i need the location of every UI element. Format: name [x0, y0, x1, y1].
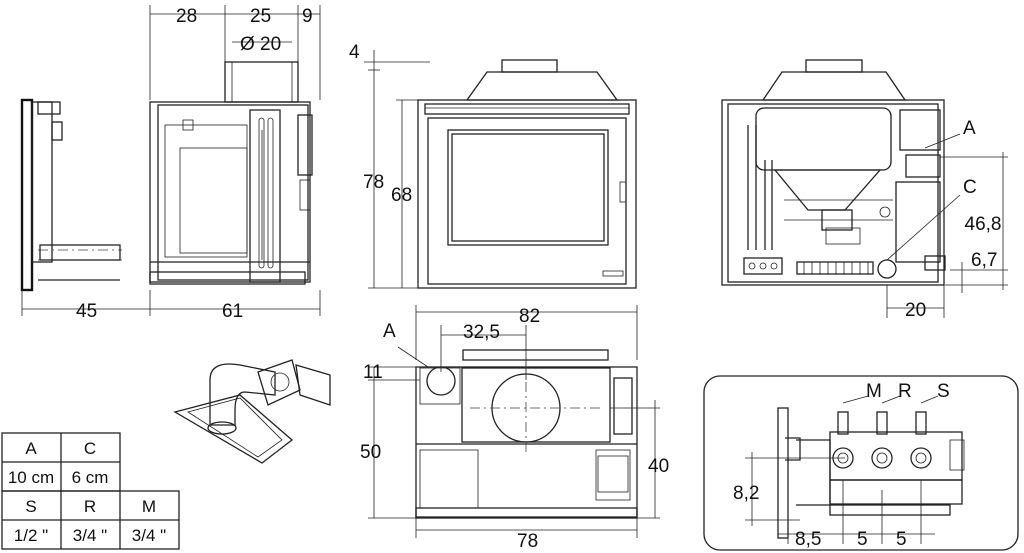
dim-detail-spacing-5a: 5 — [857, 529, 868, 550]
table-header-a: A — [25, 439, 37, 458]
front-view — [364, 50, 637, 289]
dim-side-depth-61: 61 — [222, 301, 243, 322]
dim-rear-height-468: 46,8 — [965, 214, 1002, 235]
dim-detail-spacing-5b: 5 — [896, 529, 907, 550]
dim-side-top-28: 28 — [176, 6, 197, 27]
label-plan-a: A — [383, 321, 396, 342]
dim-detail-height-82: 8,2 — [733, 483, 759, 504]
dim-plan-offset-325: 32,5 — [463, 322, 500, 343]
label-rear-c: C — [963, 177, 977, 198]
dim-side-top-9: 9 — [302, 6, 313, 27]
dim-plan-depth-50: 50 — [360, 442, 381, 463]
dim-plan-offset-11: 11 — [363, 362, 383, 383]
connection-detail-view — [703, 375, 1019, 551]
dim-front-height-78: 78 — [363, 172, 384, 193]
label-rear-a: A — [963, 118, 976, 139]
dim-rear-offset-67: 6,7 — [971, 250, 997, 271]
table-header-r: R — [84, 497, 96, 516]
table-value-c: 6 cm — [72, 468, 109, 487]
table-value-r: 3/4 " — [73, 526, 107, 545]
dim-front-top-4: 4 — [349, 42, 360, 63]
dim-front-height-68: 68 — [391, 185, 412, 206]
dim-side-depth-45: 45 — [76, 301, 97, 322]
label-detail-m: M — [866, 381, 882, 402]
table-value-s: 1/2 " — [14, 526, 48, 545]
table-header-m: M — [142, 497, 156, 516]
dim-plan-width-82: 82 — [519, 306, 540, 327]
label-detail-r: R — [898, 381, 912, 402]
plan-view — [368, 305, 660, 538]
dim-side-flue-diameter: Ø 20 — [240, 34, 281, 55]
label-detail-s: S — [937, 381, 950, 402]
table-header-c: C — [84, 439, 96, 458]
dim-plan-width-78: 78 — [517, 531, 538, 552]
connections-table — [1, 432, 180, 550]
rear-view — [721, 59, 1008, 318]
side-view — [20, 5, 321, 316]
dim-plan-depth-40: 40 — [648, 456, 669, 477]
duct-isometric-view — [173, 359, 331, 464]
table-header-s: S — [25, 497, 36, 516]
dim-rear-width-20: 20 — [905, 300, 926, 321]
dim-side-top-25: 25 — [250, 6, 271, 27]
dim-detail-offset-85: 8,5 — [795, 529, 821, 550]
table-value-a: 10 cm — [8, 468, 54, 487]
table-value-m: 3/4 " — [132, 526, 166, 545]
